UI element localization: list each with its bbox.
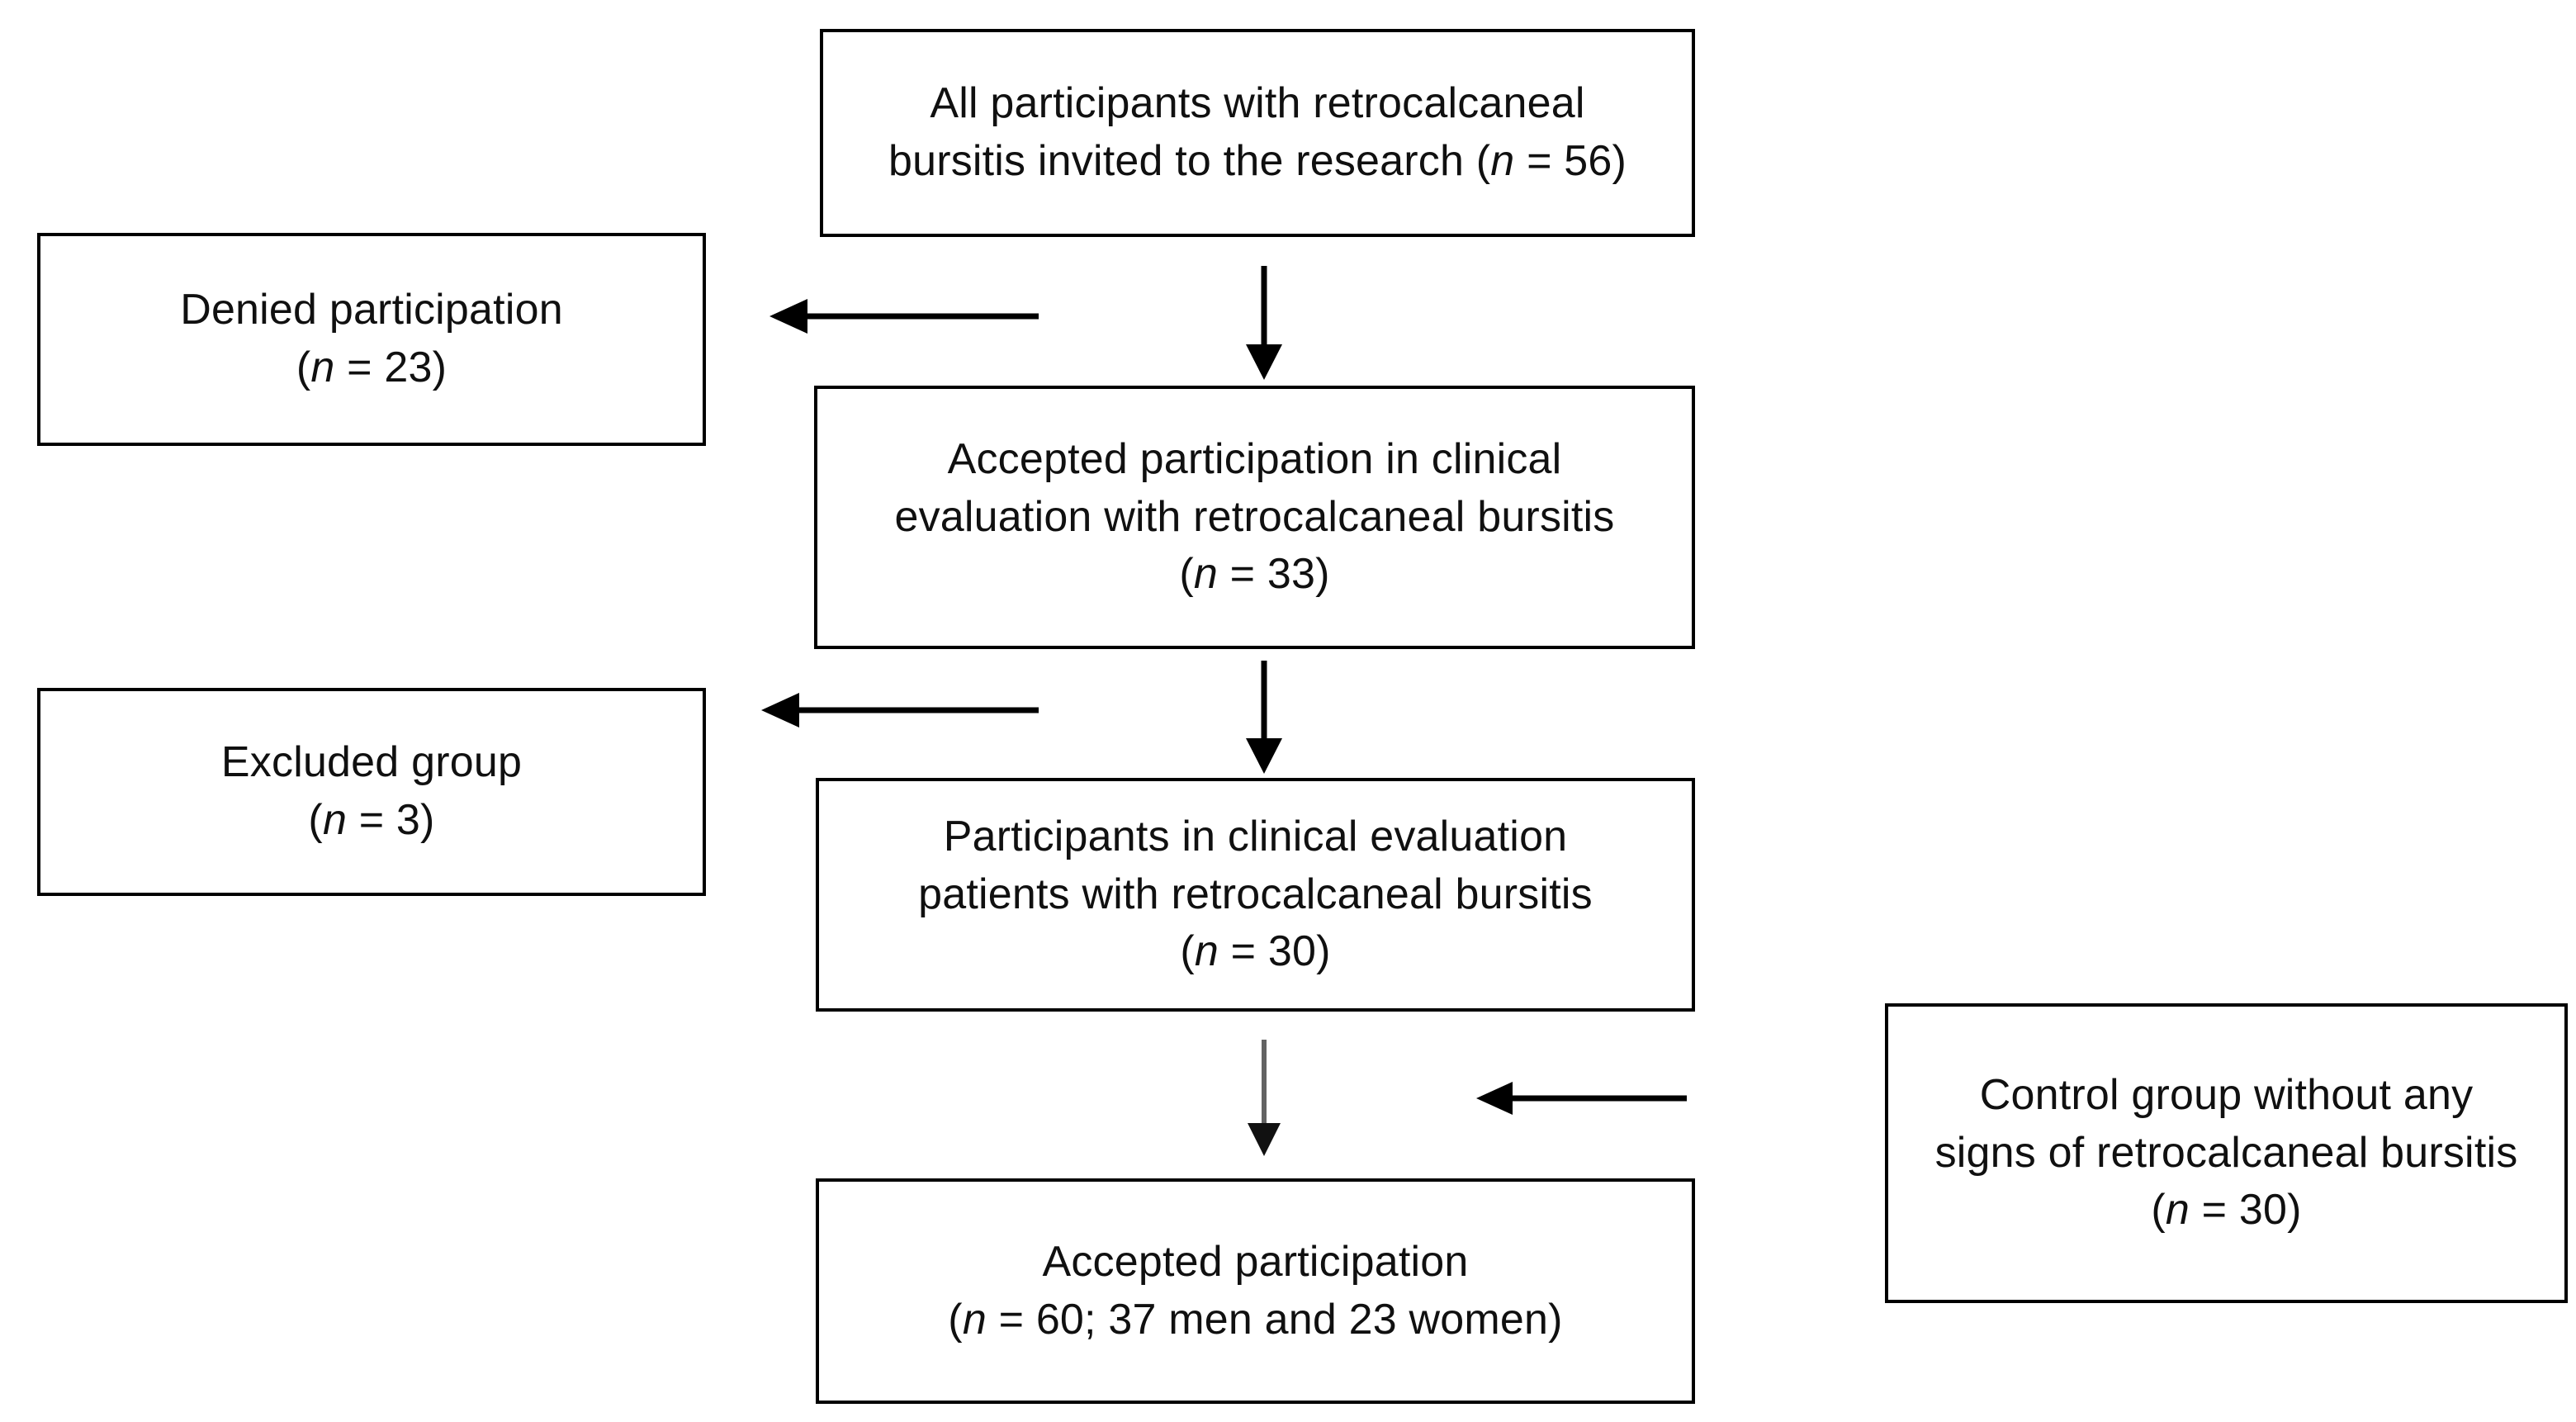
- italic-n: n: [1193, 550, 1219, 599]
- node-denied-participation-text: Denied participation(n = 23): [180, 286, 563, 391]
- arrow-accepted-evaluation-to-excluded: [761, 693, 1039, 728]
- node-accepted-participation-final[interactable]: Accepted participation(n = 60; 37 men an…: [816, 1178, 1695, 1404]
- node-excluded-group-text: Excluded group(n = 3): [220, 738, 523, 844]
- italic-n: n: [2165, 1186, 2190, 1235]
- node-accepted-participation-final-text: Accepted participation(n = 60; 37 men an…: [948, 1237, 1563, 1344]
- italic-n: n: [1194, 927, 1219, 976]
- arrow-accepted-evaluation-to-participants: [1246, 661, 1282, 774]
- italic-n: n: [310, 344, 335, 391]
- arrow-participants-to-final: [1248, 1040, 1281, 1156]
- italic-n: n: [322, 796, 348, 844]
- arrow-invited-to-accepted-evaluation: [1246, 266, 1282, 380]
- arrow-invited-to-denied: [769, 299, 1039, 334]
- arrow-control-to-final: [1476, 1082, 1687, 1115]
- italic-n: n: [962, 1295, 987, 1344]
- italic-n: n: [1490, 137, 1515, 185]
- node-excluded-group[interactable]: Excluded group(n = 3): [37, 688, 706, 896]
- node-denied-participation[interactable]: Denied participation(n = 23): [37, 233, 706, 446]
